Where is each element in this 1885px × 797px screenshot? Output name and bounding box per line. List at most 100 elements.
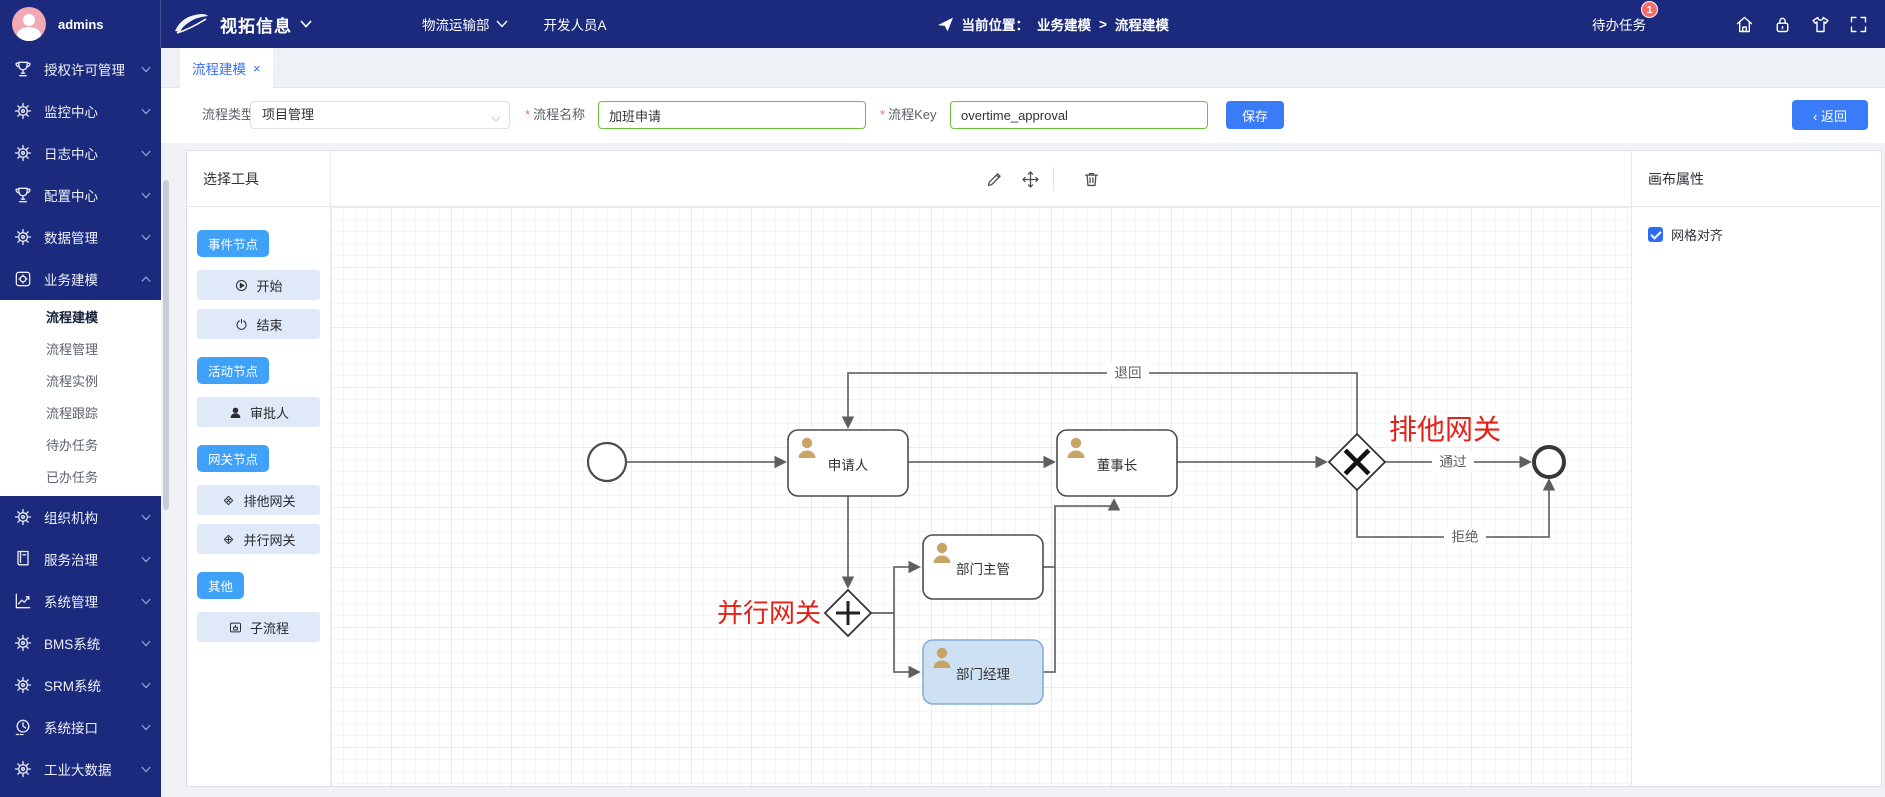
tab-process-modeling[interactable]: 流程建模 × <box>180 48 273 88</box>
current-role[interactable]: 开发人员A <box>543 18 607 33</box>
sidebar-item-9[interactable]: 系统管理 <box>0 580 161 622</box>
edge-manager-chairman[interactable] <box>1043 498 1121 673</box>
sidebar-item-5[interactable]: 数据管理 <box>0 216 161 258</box>
edge-parallel-manager[interactable] <box>871 612 921 679</box>
sidebar-item-4[interactable]: 配置中心 <box>0 174 161 216</box>
topbar: 视拓信息 物流运输部 开发人员A 当前位置： 业务建模 > 流程建模 待办任务 … <box>0 0 1885 48</box>
chevron-down-icon <box>141 766 151 772</box>
end-event-node[interactable] <box>1532 445 1566 479</box>
toolbar-divider <box>1053 167 1054 191</box>
breadcrumb-parent[interactable]: 业务建模 <box>1037 18 1092 33</box>
sidebar-item-7[interactable]: 组织机构 <box>0 496 161 538</box>
edge-return[interactable] <box>841 372 1358 434</box>
home-icon[interactable] <box>1734 14 1755 35</box>
process-type-label: 流程类型 <box>202 107 255 122</box>
end-event-icon <box>234 317 249 332</box>
chevron-up-icon <box>141 275 151 282</box>
start-event-node[interactable] <box>586 441 628 483</box>
tool-group-tag: 网关节点 <box>197 445 270 472</box>
delete-trash-icon[interactable] <box>1082 170 1101 189</box>
sidebar-item-12[interactable]: 系统接口 <box>0 706 161 748</box>
sidebar-menu: 授权许可管理监控中心日志中心配置中心数据管理业务建模流程建模流程管理流程实例流程… <box>0 48 161 797</box>
diagram-canvas[interactable]: 通过退回拒绝申请人董事长部门主管部门经理排他网关并行网关 <box>331 207 1631 786</box>
brand[interactable]: 视拓信息 <box>172 11 312 37</box>
submenu-item[interactable]: 流程跟踪 <box>46 406 99 421</box>
subprocess-icon <box>228 620 243 635</box>
grid-align-label: 网格对齐 <box>1671 228 1724 243</box>
process-name-input[interactable] <box>598 101 866 129</box>
sidebar-item-1[interactable]: 授权许可管理 <box>0 48 161 90</box>
content-scrollbar <box>161 150 171 710</box>
plane-icon <box>937 17 953 31</box>
task-manager[interactable] <box>922 639 1044 705</box>
task-chairman[interactable] <box>1056 429 1178 497</box>
move-icon[interactable] <box>1021 170 1040 189</box>
sidebar-item-8[interactable]: 服务治理 <box>0 538 161 580</box>
chevron-down-icon <box>141 150 151 156</box>
tool-subprocess[interactable]: 子流程 <box>197 612 320 642</box>
bigdata-gear-icon <box>13 759 33 779</box>
tool-end-event[interactable]: 结束 <box>197 309 320 339</box>
theme-shirt-icon[interactable] <box>1810 14 1831 35</box>
tool-exclusive-gateway[interactable]: 排他网关 <box>197 485 320 515</box>
department-dropdown[interactable]: 物流运输部 <box>422 14 508 34</box>
todo-tasks-link[interactable]: 待办任务 1 <box>1592 1 1658 34</box>
data-gear-icon <box>13 227 33 247</box>
tool-panel: 选择工具 事件节点开始结束活动节点审批人网关节点排他网关并行网关其他子流程 <box>187 151 331 786</box>
company-logo-icon <box>175 14 208 34</box>
submenu-item[interactable]: 流程管理 <box>46 342 99 357</box>
back-button[interactable]: ‹ 返回 <box>1792 100 1868 130</box>
sidebar-item-6[interactable]: 业务建模 <box>0 258 161 300</box>
tab-close-icon[interactable]: × <box>253 60 261 76</box>
required-marker: * <box>525 107 531 122</box>
submenu-item-active[interactable]: 流程建模 <box>46 310 99 325</box>
annotation-parallel-gateway: 并行网关 <box>717 599 821 629</box>
modeling-app-icon <box>13 269 33 289</box>
task-applicant[interactable] <box>787 429 909 497</box>
process-type-select[interactable]: 项目管理 <box>250 101 510 129</box>
lock-icon[interactable] <box>1772 14 1793 35</box>
save-button[interactable]: 保存 <box>1226 101 1284 129</box>
tool-approver-person[interactable]: 审批人 <box>197 397 320 427</box>
system-chart-icon <box>13 591 33 611</box>
submenu-item[interactable]: 流程实例 <box>46 374 99 389</box>
fullscreen-icon[interactable] <box>1848 14 1869 35</box>
gateway-plus-mark <box>836 601 860 625</box>
annotation-exclusive-gateway: 排他网关 <box>1389 413 1501 446</box>
process-key-input[interactable] <box>950 101 1208 129</box>
submenu-item[interactable]: 已办任务 <box>46 470 99 485</box>
edit-pencil-icon[interactable] <box>985 170 1004 189</box>
scrollbar-thumb[interactable] <box>163 180 169 510</box>
breadcrumb-current: 流程建模 <box>1114 18 1169 33</box>
service-book-icon <box>13 549 33 569</box>
user-avatar[interactable] <box>12 7 46 41</box>
sidebar-item-11[interactable]: SRM系统 <box>0 664 161 706</box>
properties-panel: 画布属性 网格对齐 <box>1631 151 1881 786</box>
user-icon <box>933 542 951 563</box>
tool-group-tag: 活动节点 <box>197 357 270 384</box>
task-label: 部门经理 <box>956 667 1010 682</box>
user-icon <box>798 437 816 458</box>
breadcrumb: 当前位置： 业务建模 > 流程建模 <box>937 14 1169 34</box>
tool-parallel-gateway[interactable]: 并行网关 <box>197 524 320 554</box>
monitor-gear-icon <box>13 101 33 121</box>
sidebar-user[interactable]: admins <box>0 0 161 48</box>
chevron-down-icon <box>141 598 151 604</box>
chevron-down-icon <box>495 20 508 28</box>
bms-gear-icon <box>13 633 33 653</box>
sidebar-item-13[interactable]: 工业大数据 <box>0 748 161 790</box>
sidebar-item-3[interactable]: 日志中心 <box>0 132 161 174</box>
task-label: 部门主管 <box>956 562 1010 577</box>
license-trophy-icon <box>13 59 33 79</box>
submenu-item[interactable]: 待办任务 <box>46 438 99 453</box>
gateway-x-mark <box>1343 448 1371 476</box>
tool-start-event[interactable]: 开始 <box>197 270 320 300</box>
grid-align-checkbox[interactable] <box>1648 227 1663 242</box>
sidebar-item-10[interactable]: BMS系统 <box>0 622 161 664</box>
sidebar-item-2[interactable]: 监控中心 <box>0 90 161 132</box>
task-supervisor[interactable] <box>922 534 1044 600</box>
chevron-down-icon <box>141 66 151 72</box>
edge-parallel-supervisor[interactable] <box>871 560 921 614</box>
chevron-down-icon <box>141 556 151 562</box>
edge-label: 退回 <box>1115 366 1142 381</box>
